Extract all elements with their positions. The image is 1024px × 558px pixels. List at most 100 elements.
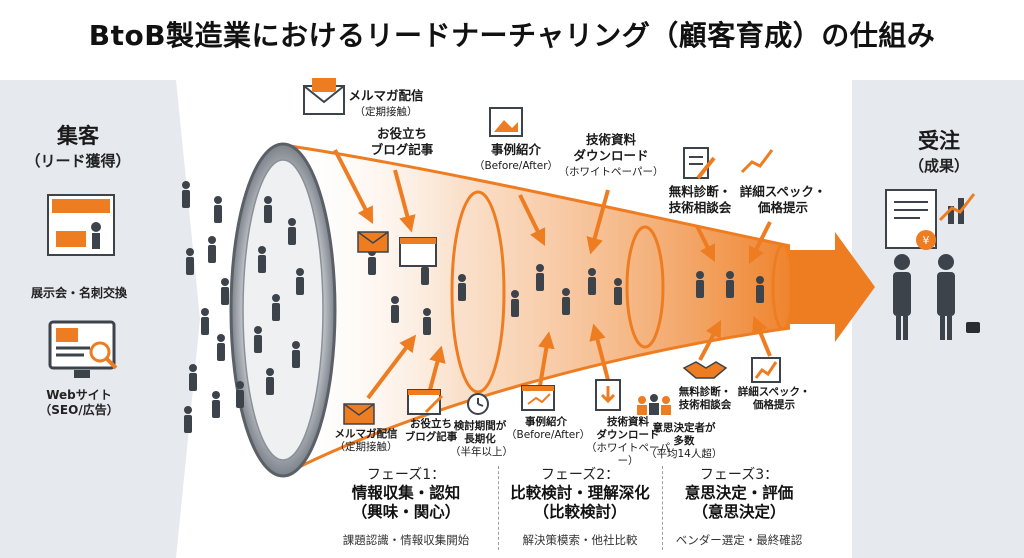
rising-chart-icon [740,149,774,174]
acquisition-panel [0,80,156,558]
callout-spec-bottom: 詳細スペック・ 価格提示 [728,386,820,412]
phase-3-name-sub: （意思決定） [692,503,786,521]
callout-consult-top-line2: 技術相談会 [668,200,732,215]
callout-mailmag-bottom-line2: （定期接触） [334,441,398,453]
spec-bottom-icon [751,357,781,383]
phase-2-name: 比較検討・理解深化 [510,484,650,502]
group-icon [637,394,671,415]
callout-spec-bottom-line1: 詳細スペック・ [737,386,811,398]
callout-period-bottom: 検討期間が 長期化 （半年以上） [450,420,513,459]
phase-2-title: フェーズ2： [540,467,620,483]
phase-1: フェーズ1： 情報収集・認知 （興味・関心） 課題認識・情報収集開始 [318,464,494,548]
callout-consult-top: 無料診断・ 技術相談会 [652,184,748,216]
funnel-ring-3 [771,243,795,331]
phase-2-desc: 解決策模索・他社比較 [522,533,638,547]
callout-case-bottom-line2: （Before/After） [506,429,591,441]
monitor-search-icon [48,320,118,378]
callout-mailmag-bottom-line1: メルマガ配信 [334,428,398,440]
pencil-document-icon [683,147,716,180]
svg-text:¥: ¥ [923,234,930,247]
callout-mailmag-top: メルマガ配信 （定期接触） [336,88,436,120]
callout-case-bottom-line1: 事例紹介 [525,416,567,428]
envelope-icon [303,78,345,115]
phase-3-title: フェーズ3： [699,467,779,483]
callout-blog-bottom: お役立ち ブログ記事 [396,418,466,444]
callout-spec-top-line2: 価格提示 [757,200,808,215]
callout-consult-bottom-line1: 無料診断・ [678,386,732,398]
website-label-line1: Webサイト [46,388,112,402]
entry-chevron [156,80,200,558]
website-label: Webサイト （SEO/広告） [4,388,154,418]
callout-blog-top: お役立ち ブログ記事 [362,126,442,158]
callout-decision-bottom-line3: （平均14人超） [646,448,723,460]
callout-case-top-line2: （Before/After） [473,160,559,172]
acquisition-heading: 集客 [57,124,99,148]
callout-blog-top-line2: ブログ記事 [370,142,434,157]
envelope-bottom-icon [343,403,375,425]
clock-icon [467,393,489,415]
picture-icon [489,107,523,137]
callout-period-bottom-line2: 長期化 [464,433,496,445]
funnel-ring-2 [625,225,665,349]
callout-decision-bottom-line2: 多数 [673,435,695,447]
contract-yen-icon: ¥ [885,189,976,250]
phase-2-name-sub: （比較検討） [533,503,627,521]
envelope-inner-icon [357,231,389,253]
callout-period-bottom-line3: （半年以上） [450,446,513,458]
phase-3: フェーズ3： 意思決定・評価 （意思決定） ベンダー選定・最終確認 [664,464,814,548]
callout-blog-bottom-line1: お役立ち [410,418,452,430]
phase-1-desc: 課題認識・情報収集開始 [342,533,470,547]
phase-3-desc: ベンダー選定・最終確認 [675,533,803,547]
order-heading: 受注 [918,129,960,153]
exhibition-label: 展示会・名刺交換 [30,286,127,300]
callout-consult-bottom-line2: 技術相談会 [678,399,732,411]
phase-1-name-sub: （興味・関心） [351,503,461,521]
website-label-line2: （SEO/広告） [39,403,119,417]
top-connector-arrows [333,149,772,265]
download-document-icon [595,379,621,411]
callout-decision-bottom: 意思決定者が 多数 （平均14人超） [646,422,722,461]
callout-case-top-line1: 事例紹介 [490,142,541,157]
callout-tech-top: 技術資料 ダウンロード （ホワイトペーパー） [552,132,670,180]
phase-divider-2 [662,466,663,550]
callout-tech-top-line3: （ホワイトペーパー） [558,166,664,178]
people-group [182,181,980,433]
acquisition-subheading: （リード獲得） [25,152,131,170]
bottom-connector-arrows [366,315,772,400]
callout-case-bottom: 事例紹介 （Before/After） [506,416,591,442]
browser-inner-icon [399,237,437,267]
callout-tech-top-line2: ダウンロード [573,148,649,163]
exit-arrow [790,232,875,342]
callout-spec-top-line1: 詳細スペック・ [739,184,827,199]
callout-mailmag-bottom: メルマガ配信 （定期接触） [316,428,416,454]
page-title: BtoB製造業におけるリードナーチャリング（顧客育成）の仕組み [88,19,936,52]
callout-tech-bottom-line1: 技術資料 [607,416,649,428]
callout-spec-bottom-line2: 価格提示 [753,399,795,411]
callout-blog-top-line1: お役立ち [376,126,427,141]
case-bottom-icon [521,385,555,411]
funnel-ring-1 [450,190,506,394]
phase-3-name: 意思決定・評価 [684,484,794,502]
callout-tech-top-line1: 技術資料 [585,132,636,147]
callout-period-bottom-line1: 検討期間が [453,420,507,432]
callout-tech-bottom: 技術資料 ダウンロード （ホワイトペーパー） [580,416,676,468]
callout-tech-bottom-line2: ダウンロード [596,429,660,441]
phase-1-title: フェーズ1： [366,467,446,483]
phase-2: フェーズ2： 比較検討・理解深化 （比較検討） 解決策模索・他社比較 [500,464,660,548]
callout-tech-bottom-line3: （ホワイトペーパー） [586,442,670,467]
phase-1-name: 情報収集・認知 [351,484,461,502]
callout-case-top: 事例紹介 （Before/After） [460,142,572,174]
exhibition-booth-icon [47,194,115,256]
callout-decision-bottom-line1: 意思決定者が [652,422,716,434]
phase-divider-1 [498,466,499,550]
order-subheading: （成果） [908,157,969,175]
callout-mailmag-top-line2: （定期接触） [354,106,418,118]
order-panel [852,80,1024,558]
callout-spec-top: 詳細スペック・ 価格提示 [728,184,838,216]
callout-consult-top-line1: 無料診断・ [668,184,732,199]
callout-mailmag-top-line1: メルマガ配信 [348,88,424,103]
handshake-icon [682,361,728,379]
callout-blog-bottom-line2: ブログ記事 [404,431,458,443]
